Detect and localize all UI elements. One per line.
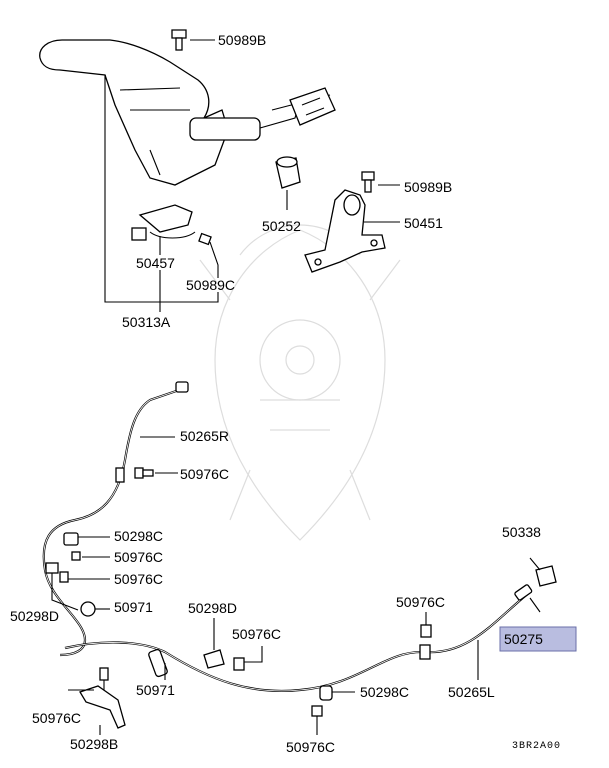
label-50298b[interactable]: 50298B: [70, 736, 118, 752]
label-50971-a[interactable]: 50971: [114, 599, 153, 615]
cable-50265r[interactable]: [42, 386, 186, 657]
bolt-50976c-f[interactable]: [311, 705, 323, 735]
bushing-50252[interactable]: [275, 156, 301, 210]
parking-brake-lever[interactable]: [39, 39, 336, 186]
clip-50298c-a[interactable]: [63, 532, 110, 546]
switch-50457[interactable]: [131, 204, 196, 255]
clip-50298d-left[interactable]: [45, 562, 79, 611]
label-50252[interactable]: 50252: [262, 218, 301, 234]
diagram-code: 3BR2A00: [512, 741, 561, 752]
cable-50265l[interactable]: [64, 591, 531, 693]
bracket-line-50313a: [104, 75, 219, 312]
label-50976c-e[interactable]: 50976C: [232, 626, 281, 642]
bolt-50976c-b[interactable]: [71, 551, 110, 561]
label-50298d-left[interactable]: 50298D: [10, 608, 59, 624]
bolt-50976c-c[interactable]: [59, 571, 110, 583]
label-50976c-g[interactable]: 50976C: [32, 710, 81, 726]
bracket-50298b[interactable]: [68, 667, 126, 735]
label-50989c[interactable]: 50989C: [186, 277, 235, 293]
bolt-50976c-e[interactable]: [233, 646, 263, 671]
bolt-50989b-mid[interactable]: [361, 171, 400, 193]
label-50313a[interactable]: 50313A: [122, 314, 171, 330]
highlight-50275: [499, 626, 577, 652]
clip-50298d-mid[interactable]: [203, 618, 225, 669]
bracket-50451[interactable]: [304, 189, 400, 273]
label-50338[interactable]: 50338: [502, 524, 541, 540]
screw-50989c[interactable]: [198, 232, 219, 278]
label-50451[interactable]: 50451: [404, 215, 443, 231]
label-50275[interactable]: 50275: [504, 631, 543, 647]
cable-end-fittings: [115, 381, 533, 678]
label-50989b-top[interactable]: 50989B: [218, 32, 266, 48]
label-50976c-b[interactable]: 50976C: [114, 549, 163, 565]
label-50976c-c[interactable]: 50976C: [114, 571, 163, 587]
watermark-emblem: [199, 224, 401, 541]
label-50298d-mid[interactable]: 50298D: [188, 600, 237, 616]
label-50971-b[interactable]: 50971: [136, 682, 175, 698]
grommet-50971-a[interactable]: [80, 601, 110, 617]
bolt-50976c-a[interactable]: [134, 467, 178, 479]
label-50298c-b[interactable]: 50298C: [360, 684, 409, 700]
label-50298c-a[interactable]: 50298C: [114, 528, 163, 544]
bolt-50976c-d[interactable]: [420, 612, 432, 638]
clip-50338[interactable]: [529, 557, 557, 613]
clip-50298c-b[interactable]: [319, 685, 355, 701]
label-50265r[interactable]: 50265R: [180, 428, 229, 444]
label-50989b-mid[interactable]: 50989B: [404, 179, 452, 195]
label-50457[interactable]: 50457: [136, 255, 175, 271]
bolt-50989b-top[interactable]: [171, 29, 215, 51]
label-50976c-a[interactable]: 50976C: [180, 466, 229, 482]
label-50976c-d[interactable]: 50976C: [396, 594, 445, 610]
label-50976c-f[interactable]: 50976C: [286, 739, 335, 755]
label-50265l[interactable]: 50265L: [448, 684, 495, 700]
